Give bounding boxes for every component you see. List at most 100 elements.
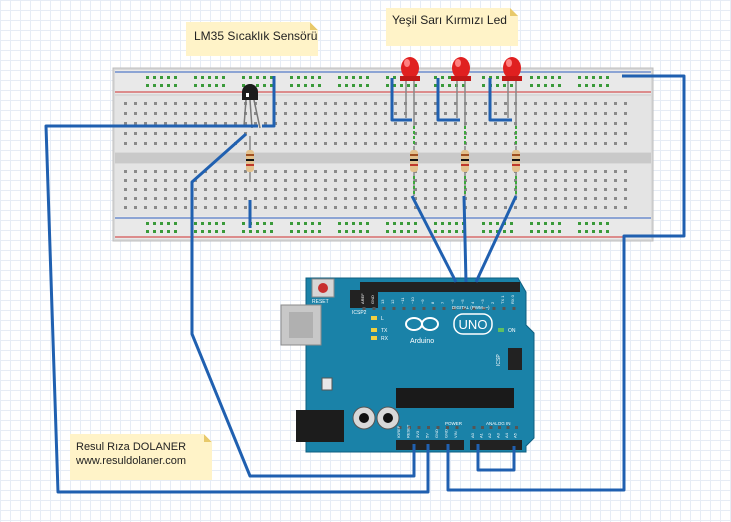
power-header	[396, 440, 464, 450]
on-label: ON	[508, 328, 516, 334]
pin-hole	[481, 426, 484, 429]
pin-hole	[482, 307, 486, 310]
pin-label: GND	[370, 295, 375, 304]
wire-sensor-gnd	[44, 124, 430, 494]
leds	[400, 57, 522, 196]
lm35-label: LM35 Sıcaklık Sensörü	[194, 29, 318, 43]
sensor-resistor	[246, 136, 254, 182]
pin-hole	[512, 307, 516, 310]
led-resistor	[461, 146, 469, 196]
pin-label: A0	[470, 432, 475, 438]
led-label: Yeşil Sarı Kırmızı Led	[392, 13, 507, 27]
pin-label: 3V3	[415, 430, 420, 438]
pin-hole	[432, 307, 436, 310]
pin-hole	[382, 307, 386, 310]
wire-led-gnd-2	[436, 78, 460, 122]
lm35-label-note: LM35 Sıcaklık Sensörü	[186, 22, 318, 56]
pin-label: 5V	[425, 433, 430, 438]
pin-label: ~6	[450, 299, 455, 304]
reset-label: RESET	[312, 299, 329, 305]
pin-hole	[436, 426, 440, 429]
pin-label: ~3	[480, 299, 485, 304]
digital-label: DIGITAL (PWM=~)	[452, 305, 490, 310]
digital-header	[360, 282, 520, 292]
pin-hole	[422, 307, 426, 310]
author-note: Resul Rıza DOLANER www.resuldolaner.com	[70, 434, 212, 480]
power-label: POWER	[445, 421, 463, 426]
wires	[44, 74, 686, 494]
pin-hole	[452, 307, 456, 310]
pin-hole	[362, 307, 366, 310]
pin-label: IOREF	[396, 425, 401, 438]
pin-hole	[472, 426, 476, 429]
led-resistor	[512, 146, 520, 196]
center-channel	[115, 153, 651, 163]
wire-sensor-5v	[190, 132, 416, 478]
led	[451, 57, 471, 146]
pin-hole	[372, 307, 376, 310]
pin-hole	[402, 307, 406, 310]
pin-hole	[502, 307, 506, 310]
pin-label: 12	[390, 299, 395, 304]
pin-label: A3	[496, 432, 501, 438]
pin-hole	[506, 426, 510, 429]
pin-hole	[392, 307, 396, 310]
pin-hole	[455, 426, 459, 429]
pin-label: AREF	[360, 293, 365, 304]
led	[502, 57, 522, 146]
icsp2-header	[350, 290, 378, 308]
pin-label: TX 1	[500, 295, 505, 304]
pin-hole	[489, 426, 493, 429]
pin-hole	[492, 307, 496, 310]
wire-led-pin-1	[410, 195, 458, 283]
wire-led-pin-2	[462, 195, 468, 283]
pin-label: 8	[430, 301, 435, 304]
atmega-chip	[396, 388, 514, 408]
pin-label: GND	[434, 429, 439, 438]
pin-label: ~9	[420, 299, 425, 304]
wire-analog	[476, 444, 516, 472]
pin-label: 2	[490, 301, 495, 304]
pin-label: ~11	[400, 297, 405, 304]
pin-hole	[462, 307, 466, 310]
pin-label: GND	[444, 429, 449, 438]
icsp-label: ICSP	[496, 354, 502, 366]
pin-label: RESET	[406, 424, 411, 438]
wire-sensor-vcc	[262, 76, 276, 128]
wire-led-gnd-1	[390, 78, 412, 122]
pin-label: A4	[504, 432, 509, 438]
pin-hole	[442, 307, 446, 310]
author-website: www.resuldolaner.com	[76, 455, 187, 467]
pin-hole	[472, 307, 476, 310]
uno-label: UNO	[459, 317, 488, 332]
pin-label: RX 0	[510, 294, 515, 304]
pin-label: ~5	[460, 299, 465, 304]
pin-hole	[446, 426, 449, 429]
pin-hole	[417, 426, 421, 429]
pin-hole	[412, 307, 416, 310]
rx-label: RX	[381, 336, 389, 342]
icsp-header	[508, 348, 522, 370]
analog-header	[470, 440, 522, 450]
pin-hole	[398, 426, 402, 429]
pin-label: 7	[440, 301, 445, 304]
analog-label: ANALOG IN	[486, 421, 511, 426]
l-label: L	[381, 316, 384, 322]
wire-led-pin-3	[474, 195, 518, 283]
arduino-brand: Arduino	[410, 338, 434, 345]
led-label-note: Yeşil Sarı Kırmızı Led	[386, 8, 518, 46]
arduino-logo: UNO Arduino	[405, 313, 493, 345]
wire-gnd-rail	[446, 74, 686, 492]
pin-hole	[408, 426, 411, 429]
pin-hole	[515, 426, 518, 429]
pin-label: 4	[470, 301, 475, 304]
led	[400, 57, 420, 146]
pin-label: 13	[380, 299, 385, 304]
breadboard	[112, 67, 654, 242]
power-jack	[296, 410, 344, 442]
pin-label: ~10	[410, 296, 415, 304]
pin-label: A1	[479, 432, 484, 438]
tx-label: TX	[381, 328, 388, 334]
